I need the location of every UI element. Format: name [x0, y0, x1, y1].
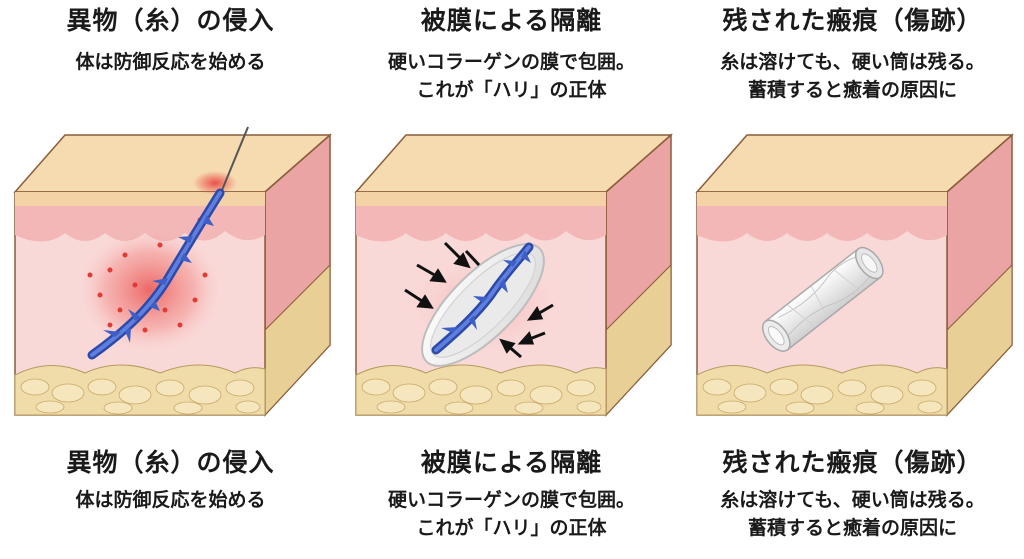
- skin-block-diagram: [354, 133, 673, 417]
- fat-cells: [20, 378, 261, 415]
- thread-barbs: [103, 215, 214, 343]
- panel-description: 体は防御反応を始める: [75, 51, 266, 73]
- panel-description: 糸は溶けても、硬い筒は残る。 蓄積すると癒着の原因に: [720, 51, 985, 101]
- inflammation-area: [75, 225, 225, 355]
- fat-cells: [702, 378, 943, 415]
- panel-foreign-body-invasion: 異物（糸）の侵入 体は防御反応を始める: [0, 0, 341, 559]
- epidermis-layer: [356, 192, 606, 206]
- panel-capsule-isolation: 被膜による隔離 硬いコラーゲンの膜で包囲。 これが「ハリ」の正体: [341, 0, 682, 559]
- panel-description-caption: 硬いコラーゲンの膜で包囲。 これが「ハリ」の正体: [387, 489, 635, 539]
- panel-title-caption: 異物（糸）の侵入: [66, 448, 275, 477]
- panel-title-caption: 被膜による隔離: [420, 448, 603, 477]
- entry-point-redness: [193, 171, 237, 195]
- panel-description-caption: 体は防御反応を始める: [75, 489, 266, 511]
- panel-title: 被膜による隔離: [420, 6, 603, 35]
- skin-block-diagram: [13, 126, 332, 417]
- epidermis-layer: [15, 192, 265, 206]
- panel-title: 残された瘢痕（傷跡）: [722, 6, 983, 35]
- epidermis-layer: [697, 192, 947, 206]
- dermis-papillary-layer: [697, 206, 947, 242]
- skin-block-diagram: [695, 133, 1014, 417]
- panel-description-caption: 糸は溶けても、硬い筒は残る。 蓄積すると癒着の原因に: [720, 489, 985, 539]
- panel-residual-scar: 残された瘢痕（傷跡） 糸は溶けても、硬い筒は残る。 蓄積すると癒着の原因に: [682, 0, 1023, 559]
- panel-description: 硬いコラーゲンの膜で包囲。 これが「ハリ」の正体: [387, 51, 635, 101]
- panel-title: 異物（糸）の侵入: [66, 6, 275, 35]
- scar-tube: [761, 246, 884, 352]
- needle: [219, 126, 249, 196]
- dermis-papillary-layer: [356, 206, 606, 242]
- fat-cells: [361, 378, 602, 415]
- thread-barbs: [441, 250, 531, 333]
- compression-arrows: [404, 241, 554, 359]
- panel-title-caption: 残された瘢痕（傷跡）: [722, 448, 983, 477]
